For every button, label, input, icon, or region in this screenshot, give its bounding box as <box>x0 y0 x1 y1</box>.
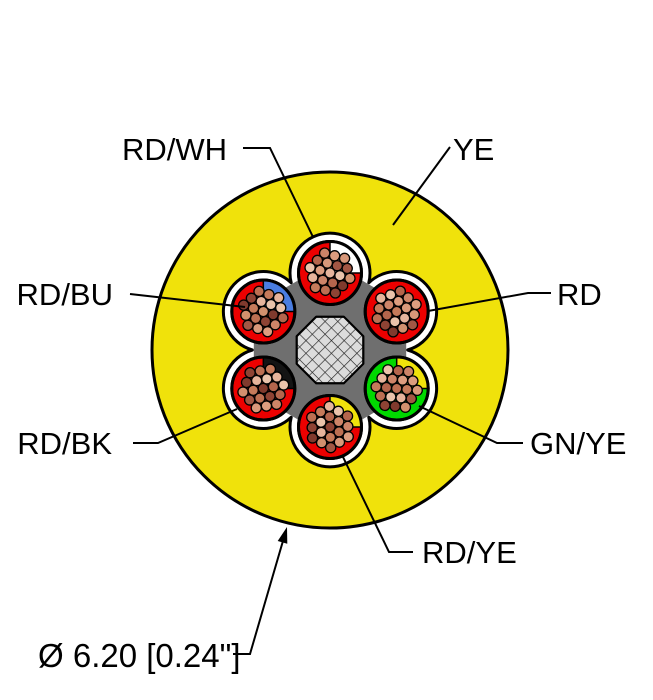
arrowhead <box>277 527 288 544</box>
conductor-rd-wh <box>297 240 363 306</box>
conductor-rd <box>363 278 430 345</box>
leader-diameter <box>233 527 288 655</box>
conductor-rd-ye <box>297 394 363 460</box>
leader-lines <box>129 146 551 655</box>
label-diameter: Ø 6.20 [0.24"] <box>38 637 241 674</box>
leader-gn-ye <box>418 405 523 444</box>
labels: RD/WH YE RD/BU RD RD/BK GN/YE RD/YE Ø 6.… <box>17 132 627 674</box>
label-rd: RD <box>557 277 602 312</box>
conductor-layer <box>230 240 430 460</box>
leader-rd-wh <box>243 147 314 238</box>
center-filler <box>295 315 365 385</box>
label-ye: YE <box>453 132 494 167</box>
leader-rd <box>427 292 551 312</box>
conductor-gn-ye <box>363 355 430 422</box>
conductor-rd-bu <box>230 278 297 345</box>
label-rd-bu: RD/BU <box>17 277 113 312</box>
leader-rd-bu <box>129 293 246 308</box>
leader-rd-ye <box>342 456 413 553</box>
label-gn-ye: GN/YE <box>530 426 626 461</box>
label-rd-wh: RD/WH <box>122 132 227 167</box>
leader-rd-bk <box>133 408 238 444</box>
leader-ye <box>392 146 451 226</box>
conductor-rd-bk <box>230 355 297 422</box>
label-rd-bk: RD/BK <box>17 426 112 461</box>
label-rd-ye: RD/YE <box>422 535 517 570</box>
